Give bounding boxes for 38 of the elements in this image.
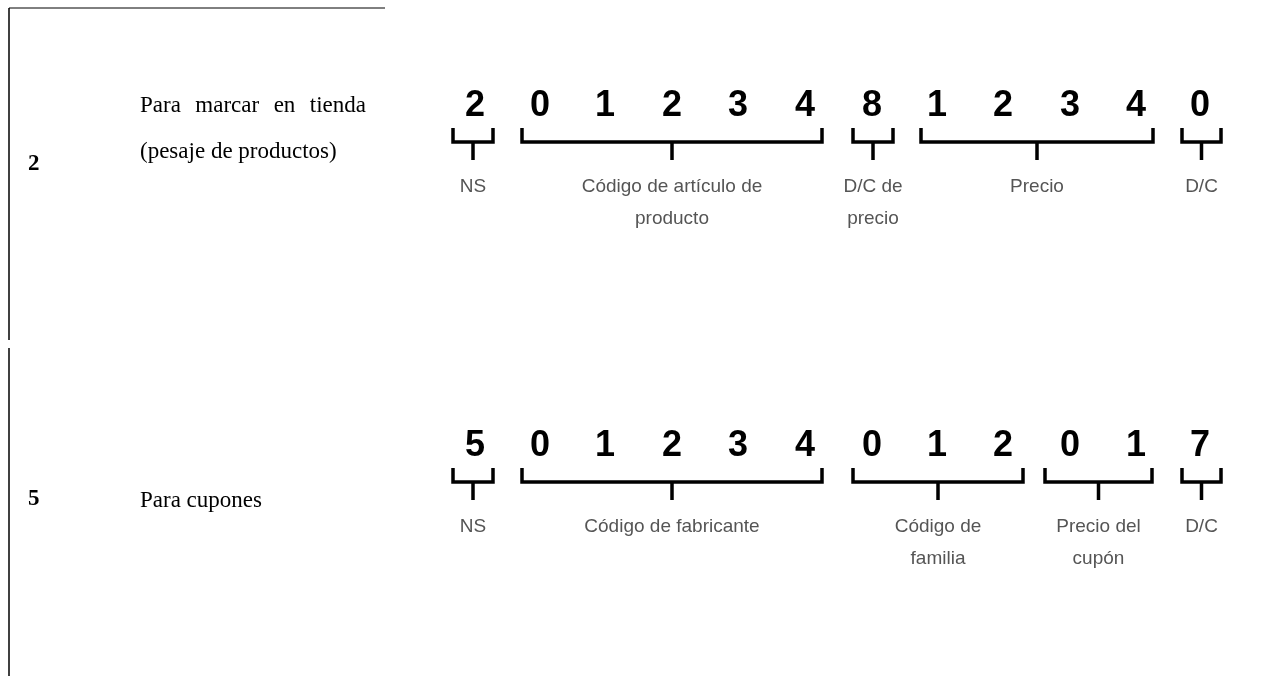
- field-label: D/C: [1184, 514, 1219, 538]
- barcode-digit: 4: [794, 84, 816, 124]
- barcode-digit: 0: [529, 424, 551, 464]
- barcode-digit: 2: [992, 84, 1014, 124]
- field-label: NS: [458, 174, 488, 198]
- barcode-digit: 2: [992, 424, 1014, 464]
- barcode-digit: 5: [464, 424, 486, 464]
- barcode-digit: 0: [529, 84, 551, 124]
- barcode-digit: 1: [594, 84, 616, 124]
- barcode-digit: 1: [594, 424, 616, 464]
- field-label: Precio: [1009, 174, 1065, 198]
- barcode-digit: 2: [661, 84, 683, 124]
- barcode-digit: 0: [1059, 424, 1081, 464]
- description-text: Para cupones: [140, 486, 263, 514]
- field-label: Código de familia: [893, 514, 983, 570]
- row-number: 2: [28, 150, 40, 176]
- row-number: 5: [28, 485, 40, 511]
- field-label: NS: [458, 514, 488, 538]
- barcode-digit: 1: [1125, 424, 1147, 464]
- barcode-digit: 2: [464, 84, 486, 124]
- barcode-digit: 3: [727, 84, 749, 124]
- barcode-digit: 3: [727, 424, 749, 464]
- barcode-digit: 1: [926, 424, 948, 464]
- field-label: Precio del cupón: [1055, 514, 1142, 570]
- barcode-digit: 2: [661, 424, 683, 464]
- field-label: D/C de precio: [842, 174, 904, 230]
- barcode-digit: 0: [861, 424, 883, 464]
- barcode-digit: 1: [926, 84, 948, 124]
- barcode-digit: 4: [794, 424, 816, 464]
- barcode-digit: 7: [1189, 424, 1211, 464]
- field-label: Código de artículo de producto: [580, 174, 764, 230]
- barcode-digit: 3: [1059, 84, 1081, 124]
- barcode-digit: 0: [1189, 84, 1211, 124]
- field-label: Código de fabricante: [583, 514, 761, 538]
- field-label: D/C: [1184, 174, 1219, 198]
- description-text: Para marcar en tienda (pesaje de productos): [140, 91, 366, 165]
- barcode-digit: 8: [861, 84, 883, 124]
- barcode-digit: 4: [1125, 84, 1147, 124]
